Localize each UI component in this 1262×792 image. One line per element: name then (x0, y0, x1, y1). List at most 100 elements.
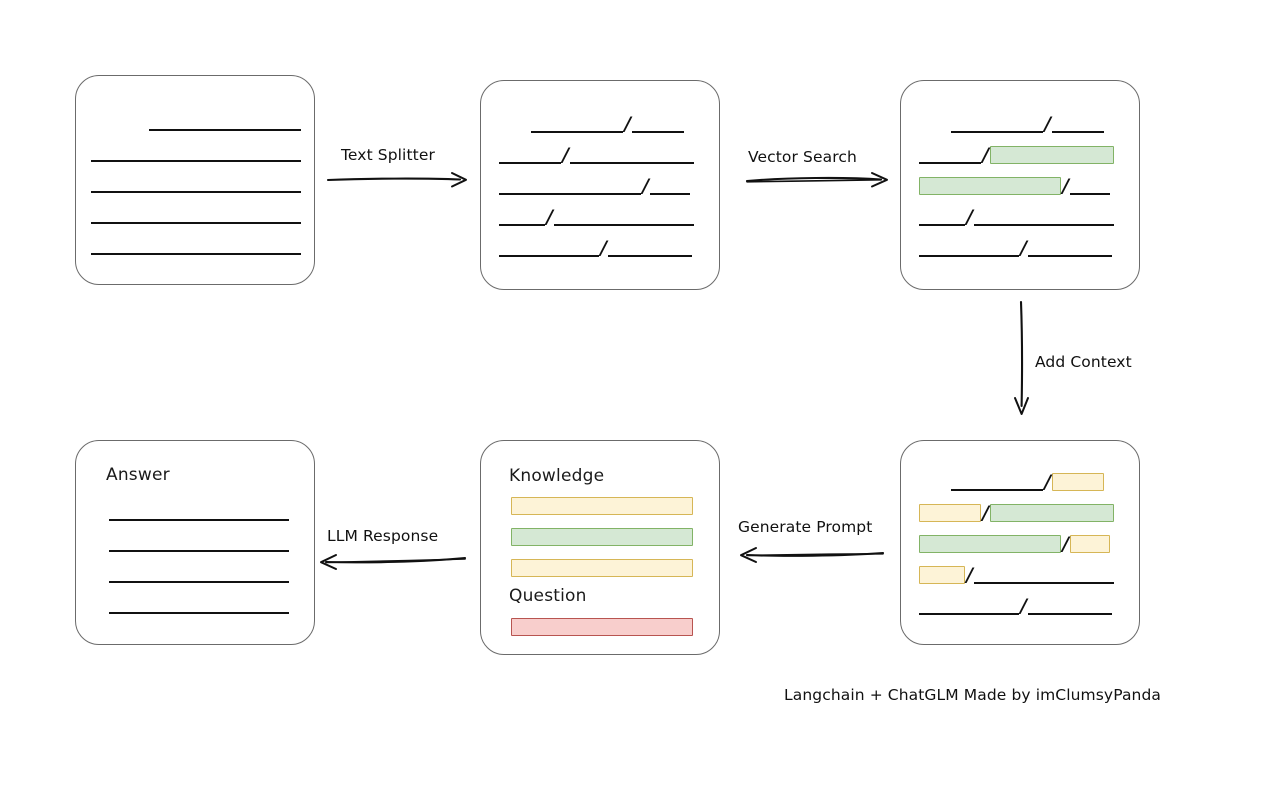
text-line-segment (109, 501, 289, 521)
text-line-segment (919, 595, 1019, 615)
segment-separator-slash: / (1044, 113, 1051, 135)
knowledge-bar-green-1[interactable] (511, 528, 693, 546)
text-line-segment (109, 594, 289, 614)
text-line-segment (91, 173, 301, 193)
segment-separator-slash: / (966, 564, 973, 586)
segment-separator-slash: / (982, 144, 989, 166)
text-line-segment (607, 237, 692, 257)
document-row: / (499, 175, 690, 197)
highlight-chip-yellow[interactable] (919, 504, 981, 522)
arrow-label-text-splitter: Text Splitter (341, 146, 435, 164)
segment-separator-slash: / (600, 237, 607, 259)
line-indent-spacer (91, 111, 149, 131)
text-line-segment (1051, 113, 1104, 133)
document-row: / (919, 206, 1114, 228)
segment-separator-slash: / (982, 502, 989, 524)
arrow-label-add-context: Add Context (1035, 353, 1132, 371)
text-line-segment (919, 206, 965, 226)
highlight-chip-green[interactable] (989, 146, 1114, 164)
text-line-segment (649, 175, 690, 195)
text-line-segment (531, 113, 623, 133)
text-line-segment (149, 111, 301, 131)
text-line-segment (109, 563, 289, 583)
text-line-segment (499, 206, 545, 226)
knowledge-bar-yellow-2[interactable] (511, 559, 693, 577)
vector-matched-document-box[interactable]: / / / / / (900, 80, 1140, 290)
segment-separator-slash: / (642, 175, 649, 197)
segment-separator-slash: / (1044, 471, 1051, 493)
highlight-chip-yellow[interactable] (919, 566, 965, 584)
knowledge-label: Knowledge (509, 466, 605, 486)
document-row (91, 173, 301, 193)
answer-box[interactable]: Answer (75, 440, 315, 645)
document-row: / (919, 595, 1112, 617)
text-line-segment (1027, 595, 1112, 615)
line-indent-spacer (499, 113, 531, 133)
document-row: / (919, 113, 1104, 135)
question-bar-red-1[interactable] (511, 618, 693, 636)
highlight-chip-green[interactable] (989, 504, 1114, 522)
document-row: / (499, 206, 694, 228)
document-row (91, 142, 301, 162)
document-row: / (919, 533, 1110, 555)
segment-separator-slash: / (1062, 175, 1069, 197)
text-line-segment (109, 532, 289, 552)
document-row (91, 235, 301, 255)
document-row: / (919, 237, 1112, 259)
segment-separator-slash: / (546, 206, 553, 228)
question-label: Question (509, 586, 587, 606)
text-line-segment (973, 564, 1114, 584)
text-line-segment (631, 113, 684, 133)
add-context-arrow (1014, 300, 1029, 415)
text-line-segment (499, 175, 641, 195)
arrow-label-llm-response: LLM Response (327, 527, 439, 545)
arrow-label-vector-search: Vector Search (748, 148, 857, 166)
document-row: / (499, 237, 692, 259)
document-row: / (919, 144, 1114, 166)
text-splitter-arrow (326, 172, 467, 188)
segment-separator-slash: / (1020, 595, 1027, 617)
document-row: / (919, 471, 1104, 493)
line-indent-spacer (919, 113, 951, 133)
answer-title: Answer (106, 465, 170, 485)
document-row (91, 111, 301, 131)
footer-credit: Langchain + ChatGLM Made by imClumsyPand… (784, 686, 1162, 704)
text-line-segment (951, 113, 1043, 133)
text-line-segment (91, 204, 301, 224)
text-line-segment (91, 235, 301, 255)
highlight-chip-green[interactable] (919, 535, 1061, 553)
document-row: / (919, 502, 1114, 524)
segment-separator-slash: / (562, 144, 569, 166)
text-line-segment (919, 144, 981, 164)
generate-prompt-arrow (740, 547, 885, 563)
highlight-chip-yellow[interactable] (1051, 473, 1104, 491)
prompt-box[interactable]: Knowledge Question (480, 440, 720, 655)
text-line-segment (499, 237, 599, 257)
llm-response-arrow (320, 554, 467, 570)
highlight-chip-green[interactable] (919, 177, 1061, 195)
text-line-segment (973, 206, 1114, 226)
document-row (109, 563, 289, 583)
context-document-box[interactable]: / / / / / (900, 440, 1140, 645)
document-row: / (919, 564, 1114, 586)
document-row: / (499, 144, 694, 166)
highlight-chip-yellow[interactable] (1069, 535, 1110, 553)
source-document-box[interactable] (75, 75, 315, 285)
arrow-label-generate-prompt: Generate Prompt (738, 518, 873, 536)
segment-separator-slash: / (1020, 237, 1027, 259)
text-line-segment (499, 144, 561, 164)
document-row: / (499, 113, 684, 134)
document-row (109, 501, 289, 521)
text-line-segment (1027, 237, 1112, 257)
text-line-segment (1069, 175, 1110, 195)
document-row (91, 204, 301, 224)
vector-search-arrow (745, 172, 888, 188)
split-document-box[interactable]: / / / / / (480, 80, 720, 290)
text-line-segment (91, 142, 301, 162)
segment-separator-slash: / (966, 206, 973, 228)
segment-separator-slash: / (1062, 533, 1069, 555)
text-line-segment (569, 144, 694, 164)
knowledge-bar-yellow-1[interactable] (511, 497, 693, 515)
text-line-segment (951, 471, 1043, 491)
